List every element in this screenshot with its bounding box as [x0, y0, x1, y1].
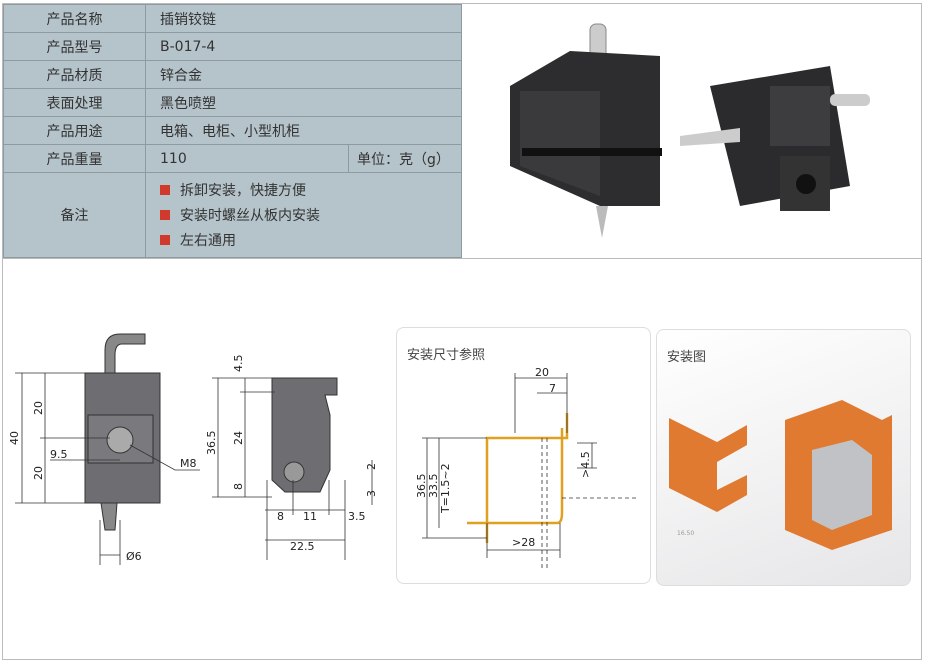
row-label: 产品用途 [3, 116, 146, 145]
front-side-drawing: 40 20 20 9.5 M8 Ø6 4.5 36.5 24 8 2 3 8 1… [8, 333, 378, 565]
dim-label: M8 [180, 457, 197, 470]
bullet-icon [160, 235, 170, 245]
table-row: 产品用途电箱、电柜、小型机柜 [3, 116, 462, 145]
bullet-icon [160, 185, 170, 195]
dim-label: 11 [303, 510, 317, 523]
row-value: 110 [145, 144, 349, 173]
dim-label: 8 [232, 483, 245, 490]
install-view-panel: 安装图 16.50 [656, 329, 911, 586]
dim-label: 2 [365, 463, 378, 470]
dim-label: 36.5 [415, 474, 428, 499]
dim-label: 16.50 [677, 530, 694, 537]
dim-label: 8 [277, 510, 284, 523]
install-dimension-drawing: 20 7 36.5 33.5 T=1.5~2 >4.5 >28 [415, 366, 637, 568]
dim-label: 33.5 [427, 474, 440, 499]
note-item: 安装时螺丝从板内安装 [160, 203, 461, 228]
dim-label: 22.5 [290, 540, 315, 553]
note-item: 拆卸安装，快捷方便 [160, 178, 461, 203]
note-text: 拆卸安装，快捷方便 [180, 183, 306, 199]
dim-label: 20 [535, 366, 549, 379]
dim-label: Ø6 [126, 550, 142, 563]
row-label: 产品名称 [3, 4, 146, 33]
note-text: 安装时螺丝从板内安装 [180, 208, 320, 224]
table-row: 产品材质锌合金 [3, 60, 462, 89]
dim-label: 3.5 [348, 510, 366, 523]
install-dimension-panel: 安装尺寸参照 20 7 36.5 33.5 T=1.5~2 >4.5 >28 [396, 327, 651, 584]
note-text: 左右通用 [180, 233, 236, 249]
panel-title: 安装尺寸参照 [407, 348, 486, 363]
row-value: 电箱、电柜、小型机柜 [145, 116, 462, 145]
dim-label: 3 [365, 490, 378, 497]
dim-label: 9.5 [50, 448, 68, 461]
row-value: B-017-4 [145, 32, 462, 61]
dim-label: 20 [32, 401, 45, 415]
product-photo [510, 23, 870, 238]
row-label: 产品材质 [3, 60, 146, 89]
row-label: 产品重量 [3, 144, 146, 173]
dim-label: >4.5 [579, 451, 592, 478]
bullet-icon [160, 210, 170, 220]
table-row: 产品名称插销铰链 [3, 4, 462, 33]
page-frame [2, 3, 922, 660]
row-value: 锌合金 [145, 60, 462, 89]
dim-label: 4.5 [232, 355, 245, 373]
row-label: 表面处理 [3, 88, 146, 117]
dim-label: 24 [232, 431, 245, 445]
table-row: 表面处理黑色喷塑 [3, 88, 462, 117]
panel-title: 安装图 [667, 350, 707, 365]
dim-label: 20 [32, 466, 45, 480]
install-illustration: 16.50 [669, 400, 892, 550]
dim-label: >28 [512, 536, 535, 549]
dim-label: 36.5 [205, 431, 218, 456]
notes-list: 拆卸安装，快捷方便 安装时螺丝从板内安装 左右通用 [145, 172, 462, 258]
divider [3, 258, 921, 259]
notes-row: 备注 拆卸安装，快捷方便 安装时螺丝从板内安装 左右通用 [3, 172, 462, 258]
row-value: 插销铰链 [145, 4, 462, 33]
dim-label: 7 [549, 382, 556, 395]
dim-label: 40 [8, 431, 21, 445]
row-label: 产品型号 [3, 32, 146, 61]
unit-cell: 单位：克（g） [348, 144, 462, 173]
dim-label: T=1.5~2 [439, 463, 452, 514]
note-item: 左右通用 [160, 228, 461, 253]
row-label: 备注 [3, 172, 146, 258]
row-value: 黑色喷塑 [145, 88, 462, 117]
